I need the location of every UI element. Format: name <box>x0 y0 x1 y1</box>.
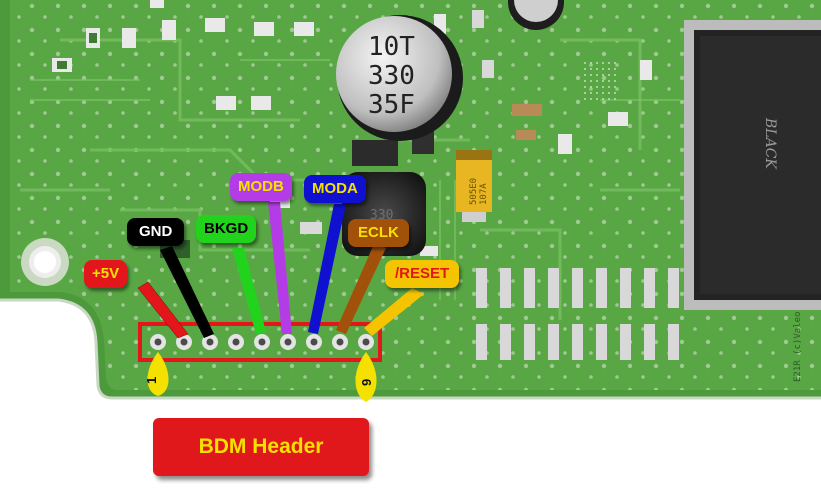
plus5v-pointer <box>137 281 189 339</box>
via-grid <box>580 62 616 102</box>
pin-6 <box>280 334 296 350</box>
reset-label: /RESET <box>385 260 460 288</box>
chip-code-text: E21R (c)Valeo <box>793 312 803 382</box>
pin-2 <box>176 334 192 350</box>
modb-pointer <box>268 202 292 334</box>
moda-pointer <box>308 204 346 334</box>
pin-5 <box>254 334 270 350</box>
pin-7 <box>306 334 322 350</box>
pin-9-number: 9 <box>359 379 374 386</box>
tantalum-label-1: 107A <box>479 183 489 205</box>
pin-1-number: 1 <box>144 377 159 384</box>
capacitor-label-3: 35F <box>368 90 415 120</box>
modb-label: MODB <box>230 173 292 201</box>
pin-1 <box>150 334 166 350</box>
microcontroller-chip <box>684 20 821 310</box>
plus5v-label: +5V <box>84 260 128 288</box>
capacitor-label-2: 330 <box>368 61 415 91</box>
bdm-header-title: BDM Header <box>153 418 369 476</box>
pin-1-marker <box>147 352 169 396</box>
mounting-hole <box>21 238 69 286</box>
capacitor-label-1: 10T <box>368 32 415 62</box>
pin-9-marker <box>355 352 377 402</box>
pin-8 <box>332 334 348 350</box>
gnd-label: GND <box>127 218 185 246</box>
moda-label: MODA <box>304 175 366 203</box>
pin-3 <box>202 334 218 350</box>
eclk-pointer <box>336 244 386 334</box>
tantalum-label-2: 505E0 <box>469 178 479 205</box>
eclk-label: ECLK <box>348 219 409 247</box>
gnd-pointer <box>160 246 214 338</box>
pin-9 <box>358 334 374 350</box>
pin-4 <box>228 334 244 350</box>
electrolytic-capacitor <box>336 15 463 141</box>
bkgd-pointer <box>232 248 266 334</box>
tantalum-capacitor <box>456 150 492 222</box>
reset-pointer <box>364 288 424 336</box>
chip-brand-text: BLACK <box>762 117 778 170</box>
bdm-header-title-text: BDM Header <box>198 435 324 458</box>
bdm-header-pins <box>150 334 374 350</box>
bkgd-label: BKGD <box>196 215 257 243</box>
pad-array <box>476 268 679 360</box>
